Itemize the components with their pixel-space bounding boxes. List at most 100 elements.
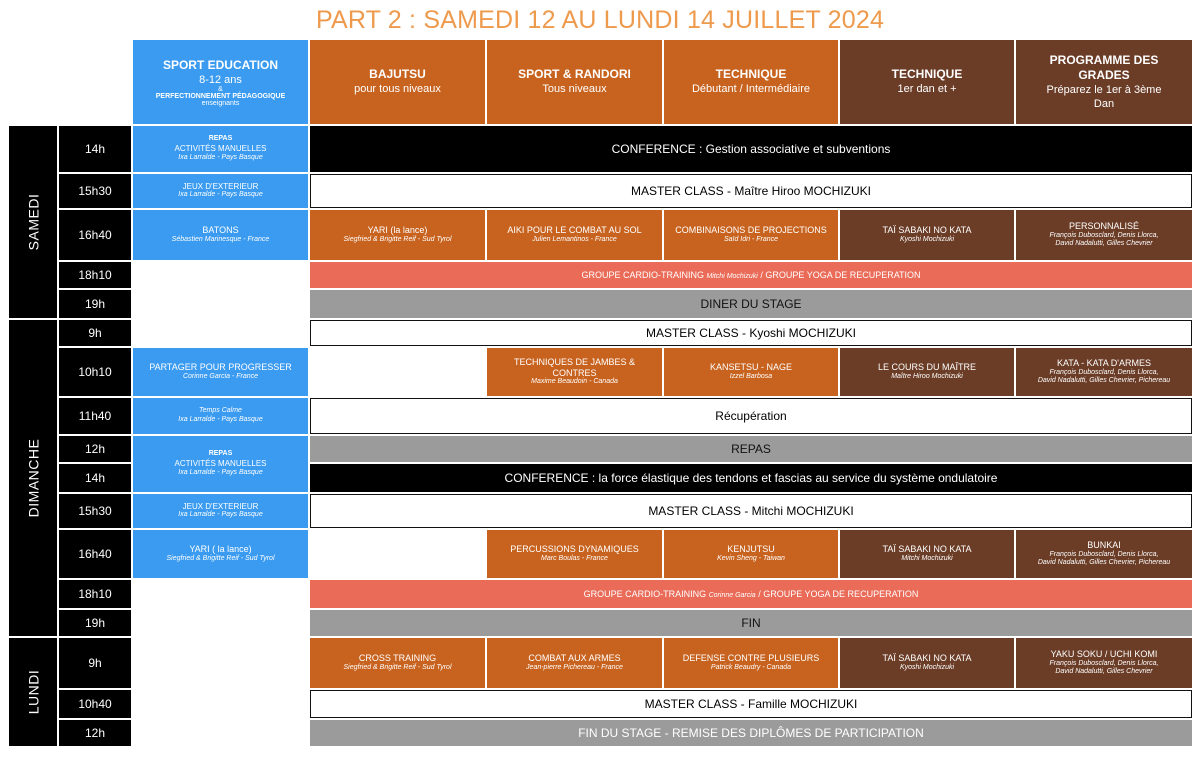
- session-yaku-soku: YAKU SOKU / UCHI KOMI François Dubosclar…: [1016, 638, 1192, 688]
- session-kansetsu: KANSETSU - NAGE Izzel Barbosa: [664, 348, 838, 396]
- edu-title: YARI ( la lance): [189, 544, 252, 555]
- session-personnalise: PERSONNALISÉ François Dubosclard, Denis …: [1016, 210, 1192, 260]
- edu-speaker: Ixa Larralde - Pays Basque: [178, 153, 263, 161]
- edu-dimanche-yari: YARI ( la lance) Siegfried & Brigitte Re…: [133, 530, 308, 578]
- edu-dimanche-partager: PARTAGER POUR PROGRESSER Corinne Garcia …: [133, 348, 308, 396]
- session-combinaisons: COMBINAISONS DE PROJECTIONS Saïd Idri - …: [664, 210, 838, 260]
- cardio-yoga: / GROUPE YOGA DE RECUPERATION: [758, 589, 919, 599]
- edu-samedi-batons: BATONS Sébastien Marinesque - France: [133, 210, 308, 260]
- edu-speaker: Ixa Larralde - Pays Basque: [178, 511, 263, 519]
- edu-caption: REPAS: [208, 135, 233, 143]
- session-speaker: David Nadalutti, Gilles Chevrier: [1055, 668, 1153, 676]
- edu-speaker: Ixa Larralde - Pays Basque: [178, 191, 263, 199]
- edu-samedi-repas: REPAS ACTIVITÉS MANUELLES Ixa Larralde -…: [133, 126, 308, 172]
- day-samedi: SAMEDI: [9, 126, 57, 318]
- session-speaker: François Dubosclard, Denis Llorca,: [1049, 231, 1159, 239]
- header-sub: pour tous niveaux: [354, 83, 441, 96]
- time-cell: 10h40: [59, 690, 131, 718]
- time-cell: 16h40: [59, 530, 131, 578]
- session-defense-plusieurs: DEFENSE CONTRE PLUSIEURS Patrick Beaudry…: [664, 638, 838, 688]
- session-percussions: PERCUSSIONS DYNAMIQUES Marc Boulas - Fra…: [487, 530, 662, 578]
- session-title: KANSETSU - NAGE: [709, 362, 792, 373]
- session-title: COMBAT AUX ARMES: [528, 653, 621, 664]
- edu-title: ACTIVITÉS MANUELLES: [174, 459, 267, 469]
- edu-speaker: Siegfried & Brigitte Reif - Sud Tyrol: [166, 555, 275, 563]
- cardio-title: GROUPE CARDIO-TRAINING: [583, 589, 707, 599]
- session-speaker: Izzel Barbosa: [729, 373, 773, 381]
- master-class-famille: MASTER CLASS - Famille MOCHIZUKI: [310, 690, 1192, 718]
- time-cell: 9h: [59, 320, 131, 346]
- session-title: TECHNIQUES DE JAMBES &: [513, 356, 636, 367]
- diner-du-stage: DINER DU STAGE: [310, 290, 1192, 318]
- session-speaker: Siegfried & Brigitte Reif - Sud Tyrol: [343, 236, 452, 244]
- session-title: AIKI POUR LE COMBAT AU SOL: [507, 225, 642, 236]
- cardio-training-samedi: GROUPE CARDIO-TRAINING Mitchi Mochizuki …: [310, 262, 1192, 288]
- session-speaker: Patrick Beaudry - Canada: [710, 664, 792, 672]
- time-cell: 10h10: [59, 348, 131, 396]
- session-yari: YARI (la lance) Siegfried & Brigitte Rei…: [310, 210, 485, 260]
- header-sub: enseignants: [201, 99, 240, 107]
- header-sub: Tous niveaux: [542, 83, 607, 96]
- time-cell: 14h: [59, 464, 131, 492]
- header-perf: PERFECTIONNEMENT PÉDAGOGIQUE: [155, 92, 286, 100]
- session-speaker: Kevin Sheng - Taiwan: [717, 555, 785, 563]
- session-speaker: Marc Boulas - France: [541, 555, 608, 563]
- day-label: LUNDI: [24, 669, 41, 715]
- cardio-text: GROUPE CARDIO-TRAINING Mitchi Mochizuki …: [581, 270, 920, 280]
- session-speaker: Mitchi Mochizuki: [901, 555, 953, 563]
- time-cell: 11h40: [59, 398, 131, 434]
- edu-dimanche-jeux: JEUX D'EXTERIEUR Ixa Larralde - Pays Bas…: [133, 494, 308, 528]
- cardio-coach: Mitchi Mochizuki: [706, 273, 758, 280]
- session-title: PERSONNALISÉ: [1068, 220, 1140, 231]
- edu-title: PARTAGER POUR PROGRESSER: [149, 362, 292, 373]
- fin-du-stage: FIN DU STAGE - REMISE DES DIPLÔMES DE PA…: [310, 720, 1192, 746]
- session-tai-sabaki-lundi: TAÏ SABAKI NO KATA Kyoshi Mochizuki: [840, 638, 1014, 688]
- page-title: PART 2 : SAMEDI 12 AU LUNDI 14 JUILLET 2…: [315, 6, 885, 34]
- edu-speaker: Ixa Larralde - Pays Basque: [178, 416, 263, 423]
- session-title: CROSS TRAINING: [358, 653, 437, 664]
- conference-tendons: CONFERENCE : la force élastique des tend…: [310, 464, 1192, 492]
- day-dimanche: DIMANCHE: [9, 320, 57, 636]
- session-speaker: Siegfried & Brigitte Reif - Sud Tyrol: [343, 664, 452, 672]
- session-title: DEFENSE CONTRE PLUSIEURS: [682, 653, 820, 664]
- session-speaker: Julien Lemantinos - France: [532, 236, 617, 244]
- conference-gestion: CONFERENCE : Gestion associative et subv…: [310, 126, 1192, 172]
- time-cell: 12h: [59, 720, 131, 746]
- cardio-title: GROUPE CARDIO-TRAINING: [581, 270, 704, 280]
- session-speaker: Kyoshi Mochizuki: [899, 664, 955, 672]
- header-technique-debutant: TECHNIQUE Débutant / Intermédiaire: [664, 40, 838, 124]
- session-title: YARI (la lance): [367, 225, 428, 236]
- edu-dimanche-calme: Temps Calme Ixa Larralde - Pays Basque: [133, 398, 308, 434]
- session-title: CONTRES: [552, 367, 597, 378]
- time-cell: 15h30: [59, 174, 131, 208]
- cardio-text: GROUPE CARDIO-TRAINING Corinne Garcia / …: [584, 589, 919, 599]
- header-sub: 1er dan et +: [897, 83, 957, 96]
- header-bajutsu: BAJUTSU pour tous niveaux: [310, 40, 485, 124]
- session-title: PERCUSSIONS DYNAMIQUES: [510, 544, 639, 555]
- header-amp: &: [218, 85, 223, 93]
- header-title: SPORT EDUCATION: [162, 57, 279, 72]
- session-title: TAÏ SABAKI NO KATA: [882, 544, 972, 555]
- session-speaker: Maxime Beaudoin - Canada: [531, 378, 618, 386]
- recuperation: Récupération: [310, 398, 1192, 434]
- session-title: TAÏ SABAKI NO KATA: [882, 225, 972, 236]
- time-cell: 18h10: [59, 262, 131, 288]
- session-aiki: AIKI POUR LE COMBAT AU SOL Julien Lemant…: [487, 210, 662, 260]
- time-cell: 19h: [59, 610, 131, 636]
- master-class-kyoshi: MASTER CLASS - Kyoshi MOCHIZUKI: [310, 320, 1192, 346]
- session-combat-armes: COMBAT AUX ARMES Jean-pierre Pichereau -…: [487, 638, 662, 688]
- session-speaker: François Dubosclard, Denis Llorca,: [1049, 368, 1159, 376]
- fin-dimanche: FIN: [310, 610, 1192, 636]
- session-title: BUNKAI: [1087, 539, 1121, 550]
- header-sub: Débutant / Intermédiaire: [691, 83, 810, 96]
- session-speaker: Kyoshi Mochizuki: [899, 236, 955, 244]
- session-speaker: François Dubosclard, Denis Llorca,: [1049, 550, 1159, 558]
- edu-dimanche-repas: REPAS ACTIVITÉS MANUELLES Ixa Larralde -…: [133, 436, 308, 492]
- session-speaker: François Dubosclard, Denis Llorca,: [1049, 659, 1159, 667]
- cardio-yoga: / GROUPE YOGA DE RECUPERATION: [760, 270, 921, 280]
- edu-title: JEUX D'EXTERIEUR: [182, 181, 259, 191]
- header-sub: Préparez le 1er à 3ème Dan: [1046, 83, 1162, 110]
- header-programme-grades: PROGRAMME DES GRADES Préparez le 1er à 3…: [1016, 40, 1192, 124]
- edu-speaker: Corinne Garcia - France: [182, 373, 259, 381]
- session-title: COMBINAISONS DE PROJECTIONS: [675, 225, 827, 236]
